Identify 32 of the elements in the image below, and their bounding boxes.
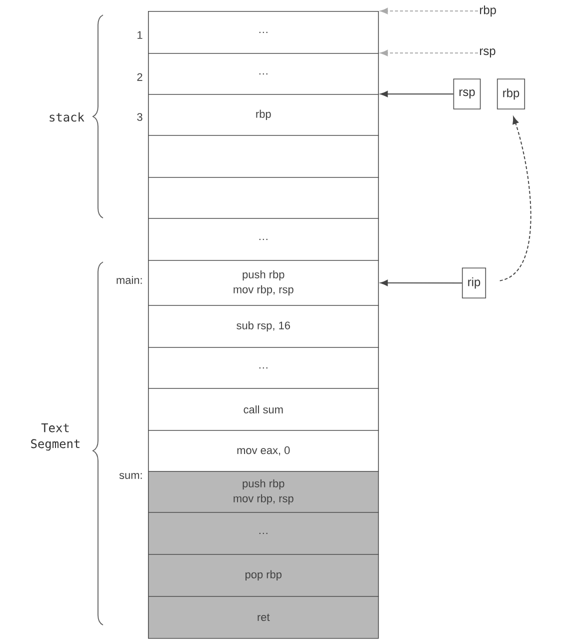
arrow — [380, 280, 462, 286]
memory-cell: mov eax, 0 — [148, 430, 379, 472]
memory-cell: … — [148, 512, 379, 555]
register-box: rsp — [453, 78, 481, 110]
cell-address-label: sum: — [119, 473, 142, 479]
memory-cell — [148, 135, 379, 178]
register-box: rbp — [496, 78, 526, 110]
memory-cell: sub rsp, 16 — [148, 305, 379, 348]
section-label: stack — [50, 112, 84, 122]
register-label: rsp — [480, 48, 496, 58]
cell-address-label: 1 — [138, 31, 142, 39]
section-label: Text Segment — [31, 423, 80, 451]
cell-address-label: main: — [116, 276, 142, 284]
memory-cell: rbp — [148, 94, 379, 136]
memory-cell: push rbp mov rbp, rsp — [148, 260, 379, 306]
arrow — [380, 8, 478, 14]
memory-cell: … — [148, 11, 379, 54]
register-box: rip — [462, 268, 486, 298]
cell-address-label: 2 — [137, 73, 142, 81]
register-label: rbp — [480, 5, 496, 17]
memory-cell: ret — [148, 596, 379, 639]
memory-cell — [148, 177, 379, 219]
memory-cell: pop rbp — [148, 554, 379, 597]
cell-address-label: 3 — [137, 113, 142, 121]
memory-cell: call sum — [148, 388, 379, 431]
memory-cell: push rbp mov rbp, rsp — [148, 471, 379, 513]
memory-cell: … — [148, 347, 379, 389]
memory-cell: … — [148, 53, 379, 95]
arrow — [380, 90, 454, 98]
arrow — [380, 50, 478, 56]
memory-cell: … — [148, 218, 379, 261]
curved-arrow — [499, 116, 532, 282]
